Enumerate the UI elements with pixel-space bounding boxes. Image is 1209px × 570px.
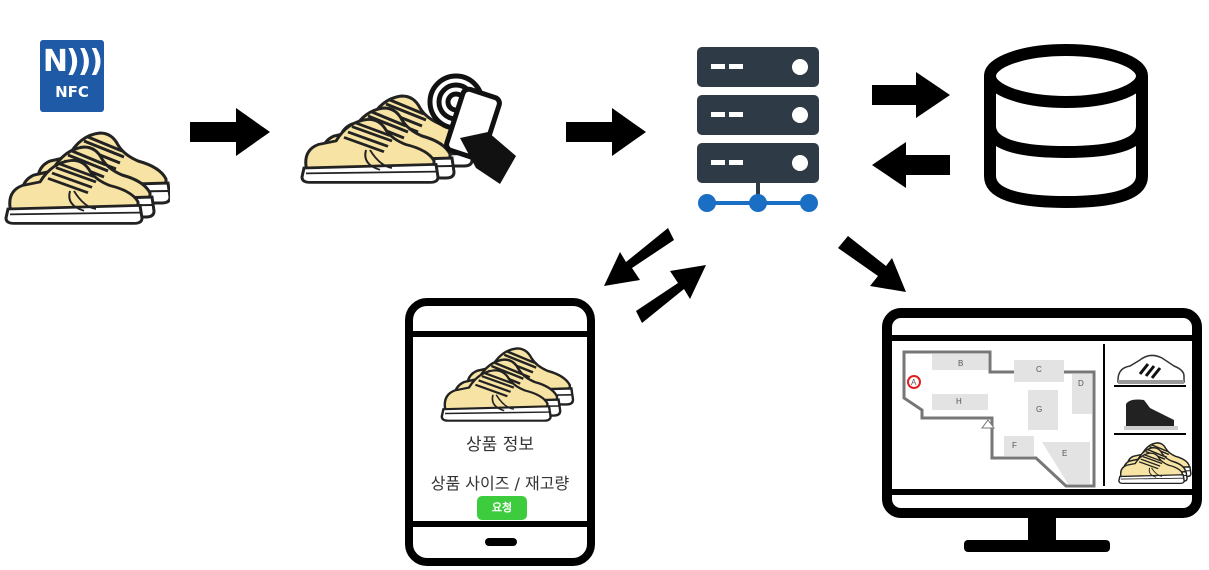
zone-label: D bbox=[1078, 379, 1084, 388]
arrow-up-right-icon bbox=[636, 265, 706, 323]
product-info-title: 상품 정보 bbox=[466, 435, 534, 455]
mobile-phone-icon bbox=[405, 298, 595, 566]
shoe-thumbnail bbox=[1117, 354, 1185, 384]
location-marker-label: A bbox=[911, 378, 917, 387]
database-icon bbox=[984, 44, 1148, 209]
arrow-right-icon bbox=[566, 108, 646, 156]
zone-label: G bbox=[1036, 405, 1042, 414]
shoe-thumbnail bbox=[1124, 399, 1178, 430]
nfc-icon: N))) NFC bbox=[40, 40, 104, 112]
location-marker bbox=[907, 375, 921, 389]
server-icon bbox=[697, 47, 819, 212]
zone-label: C bbox=[1036, 365, 1042, 374]
arrow-right-icon bbox=[872, 72, 950, 118]
mobile-phone: 상품 정보 상품 사이즈 / 재고량 요청 bbox=[405, 298, 595, 566]
zone-label: H bbox=[956, 397, 962, 406]
zone-label: E bbox=[1062, 449, 1067, 458]
nfc-label: NFC bbox=[55, 83, 89, 101]
monitor-icon: B C D G H F E A bbox=[882, 308, 1202, 552]
arrow-right-icon bbox=[190, 108, 270, 156]
arrow-left-icon bbox=[872, 142, 950, 188]
product-size-stock-label: 상품 사이즈 / 재고량 bbox=[430, 474, 570, 493]
request-button[interactable]: 요청 bbox=[477, 496, 527, 520]
zone-label: F bbox=[1012, 441, 1017, 450]
arrow-down-right-icon bbox=[838, 236, 906, 292]
shoes-icon bbox=[4, 131, 170, 225]
zone-label: B bbox=[958, 359, 963, 368]
arrow-down-left-icon bbox=[604, 228, 674, 286]
store-map: B C D G H F E A bbox=[902, 350, 1096, 488]
tap-phone-icon bbox=[300, 73, 516, 184]
